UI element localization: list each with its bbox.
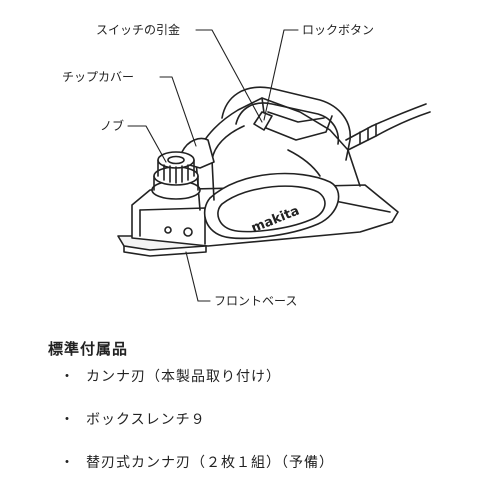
callout-front-base: フロントベース [214, 294, 298, 308]
callout-lock-button: ロックボタン [302, 23, 375, 37]
callout-chip-cover: チップカバー [62, 70, 135, 84]
switch-trigger-shape [253, 111, 273, 131]
side-cover-shape [203, 172, 340, 240]
knob-shape [151, 151, 201, 200]
planer-illustration: makita [117, 29, 431, 302]
bullet: ・ [60, 369, 75, 385]
handle-shape [221, 86, 351, 161]
leader-lines [127, 29, 299, 302]
accessory-label: カンナ刃（本製品取り付け） [86, 369, 281, 385]
list-item: ・ボックスレンチ９ [60, 409, 334, 452]
power-cord-shape [345, 103, 431, 151]
callout-switch-trigger: スイッチの引金 [96, 23, 181, 37]
list-item: ・カンナ刃（本製品取り付け） [60, 366, 334, 409]
accessory-label: ボックスレンチ９ [86, 412, 206, 428]
list-item: ・替刃式カンナ刃（２枚１組）（予備） [60, 452, 334, 495]
bullet: ・ [60, 455, 75, 471]
accessories-list: ・カンナ刃（本製品取り付け） ・ボックスレンチ９ ・替刃式カンナ刃（２枚１組）（… [60, 366, 334, 495]
callout-knob: ノブ [100, 119, 125, 133]
bullet: ・ [60, 412, 75, 428]
accessory-label: 替刃式カンナ刃（２枚１組）（予備） [86, 455, 334, 471]
accessories-title: 標準付属品 [48, 340, 129, 358]
planer-diagram: makita [117, 29, 431, 302]
